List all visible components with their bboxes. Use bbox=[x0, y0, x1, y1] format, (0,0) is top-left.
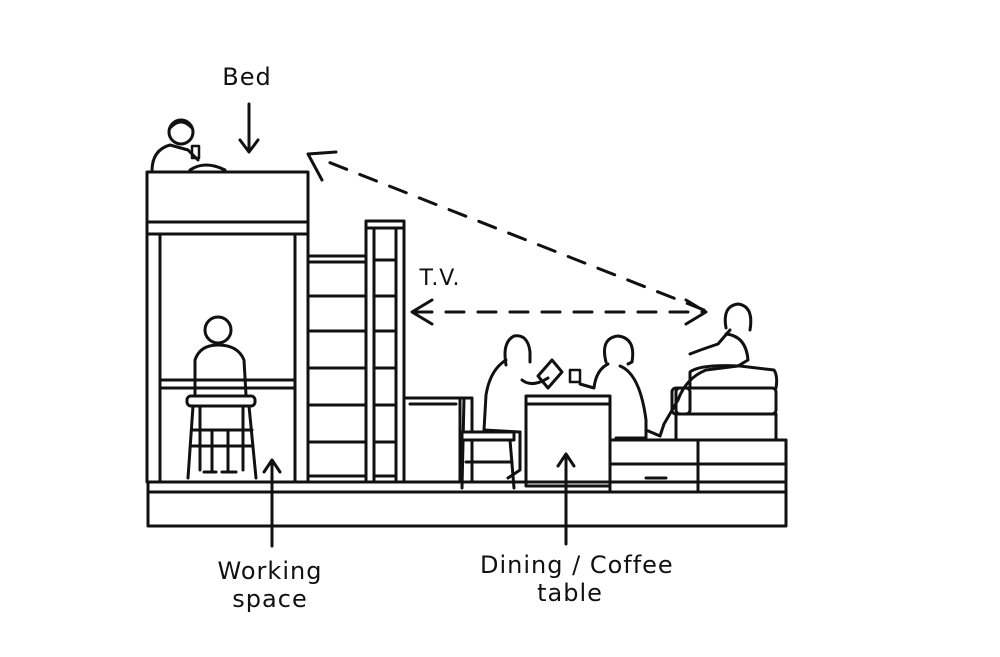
person-on-sofa bbox=[658, 302, 753, 438]
person-dining-reading bbox=[482, 334, 564, 480]
working-space-label: Working space bbox=[205, 557, 335, 613]
sightline-to-bed bbox=[306, 150, 706, 312]
floor-platform bbox=[146, 480, 788, 528]
person-at-desk bbox=[193, 315, 248, 474]
dining-table-label: Dining / Coffee table bbox=[480, 551, 674, 607]
bed-label: Bed bbox=[222, 63, 272, 91]
dining-table-label-line1: Dining / Coffee bbox=[480, 551, 674, 579]
sightline-to-tv bbox=[410, 298, 708, 326]
dining-chair bbox=[456, 396, 516, 490]
shelving-unit bbox=[306, 254, 368, 478]
bar-stool bbox=[185, 394, 258, 480]
ladder-unit bbox=[364, 219, 406, 484]
loft-bed-structure bbox=[145, 170, 310, 484]
working-space-label-line2: space bbox=[232, 584, 308, 613]
working-space-label-line1: Working bbox=[217, 557, 323, 585]
dining-coffee-table bbox=[524, 394, 612, 488]
person-step-cup bbox=[568, 334, 662, 440]
bed-annotation-arrow bbox=[238, 102, 260, 154]
sofa bbox=[670, 364, 779, 442]
tv-label: T.V. bbox=[419, 266, 461, 291]
raised-platform-drawers bbox=[608, 438, 788, 494]
dining-table-label-line2: table bbox=[537, 578, 603, 607]
dining-table-annotation-arrow bbox=[556, 452, 576, 546]
person-on-bed bbox=[150, 118, 227, 173]
low-cabinet bbox=[402, 396, 462, 484]
working-space-annotation-arrow bbox=[262, 458, 282, 548]
